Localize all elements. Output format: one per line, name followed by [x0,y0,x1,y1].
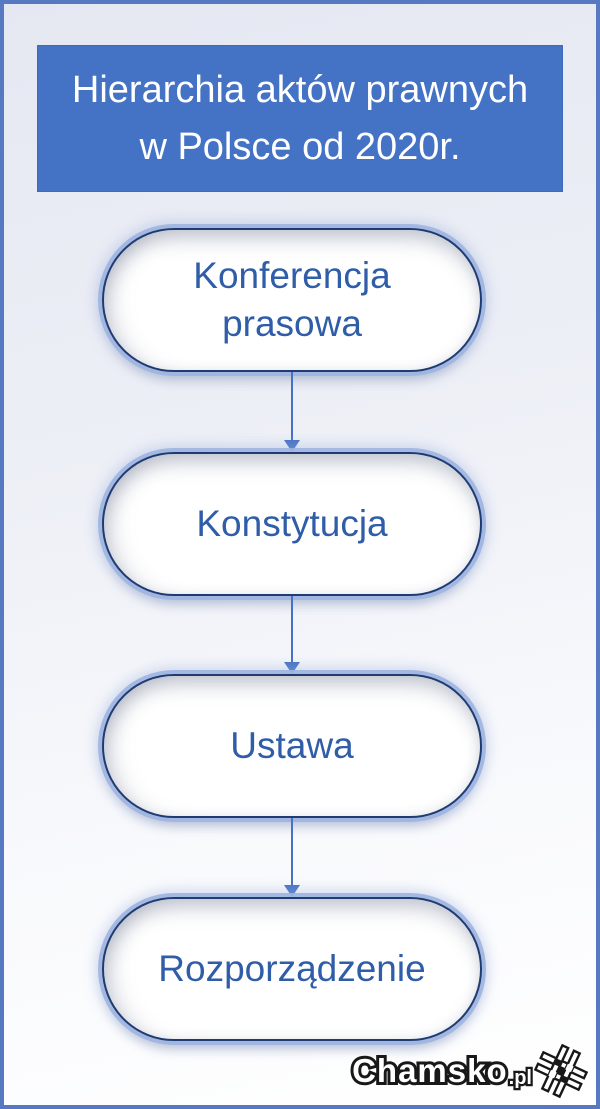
node-konstytucja: Konstytucja [102,452,482,596]
watermark: Chamsko .pl [349,1043,589,1099]
node-konferencja-prasowa: Konferencja prasowa [102,228,482,372]
watermark-brand-text: Chamsko [349,1049,510,1092]
arrow-down-icon [284,596,300,674]
node-ustawa: Ustawa [102,674,482,818]
title-banner: Hierarchia aktów prawnych w Polsce od 20… [37,45,563,192]
watermark-tld-text: .pl [506,1064,534,1091]
arrow-down-icon [284,818,300,897]
hash-crosshair-icon [533,1043,589,1099]
node-rozporzadzenie: Rozporządzenie [102,897,482,1041]
arrow-down-icon [284,372,300,452]
